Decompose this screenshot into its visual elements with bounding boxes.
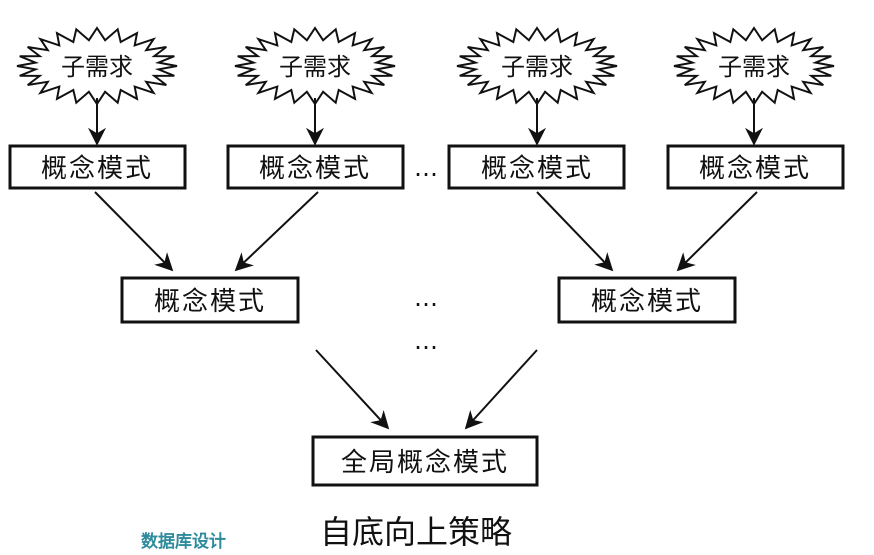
arrow-merge2-to-global: [464, 349, 538, 430]
global-concept-model-label: 全局概念模式: [341, 448, 509, 478]
ellipsis-level1: …: [414, 154, 438, 182]
arrow-model2-to-merge1: [234, 191, 319, 272]
concept-model-label: 概念模式: [481, 154, 593, 184]
concept-model-box: [447, 144, 626, 190]
concept-model-label: 概念模式: [259, 154, 371, 184]
concept-model-l2-2: 概念模式: [557, 276, 737, 324]
arrow-model1-to-merge1: [94, 191, 174, 272]
footer-course-label: 数据库设计: [141, 532, 226, 552]
sub-requirement-2: 子需求: [234, 26, 396, 106]
ellipsis-level2: …: [414, 284, 438, 312]
sub-requirement-label: 子需求: [279, 53, 351, 81]
concept-model-box: [666, 144, 845, 190]
concept-model-label: 概念模式: [591, 287, 703, 317]
concept-model-l1-4: 概念模式: [666, 144, 845, 190]
concept-model-box: [557, 276, 737, 324]
concept-model-label: 概念模式: [41, 154, 153, 184]
global-concept-model: 全局概念模式: [311, 435, 539, 487]
concept-model-l1-3: 概念模式: [447, 144, 626, 190]
diagram-caption: 自底向上策略: [320, 513, 513, 551]
concept-model-l2-1: 概念模式: [120, 276, 300, 324]
arrow-model3-to-merge2: [536, 191, 614, 272]
ellipsis-level3: …: [414, 327, 438, 355]
concept-model-label: 概念模式: [699, 154, 811, 184]
arrow-model4-to-merge2: [676, 191, 758, 272]
sub-requirement-label: 子需求: [501, 53, 573, 81]
global-concept-model-box: [311, 435, 539, 487]
concept-model-label: 概念模式: [154, 287, 266, 317]
concept-model-box: [8, 144, 187, 190]
sub-requirement-3: 子需求: [456, 26, 618, 106]
sub-requirement-1: 子需求: [16, 26, 178, 106]
concept-model-l1-2: 概念模式: [226, 144, 405, 190]
concept-model-l1-1: 概念模式: [8, 144, 187, 190]
arrow-merge1-to-global: [315, 349, 390, 430]
sub-requirement-4: 子需求: [673, 26, 835, 106]
sub-requirement-label: 子需求: [61, 53, 133, 81]
concept-model-box: [226, 144, 405, 190]
sub-requirement-label: 子需求: [718, 53, 790, 81]
concept-model-box: [120, 276, 300, 324]
